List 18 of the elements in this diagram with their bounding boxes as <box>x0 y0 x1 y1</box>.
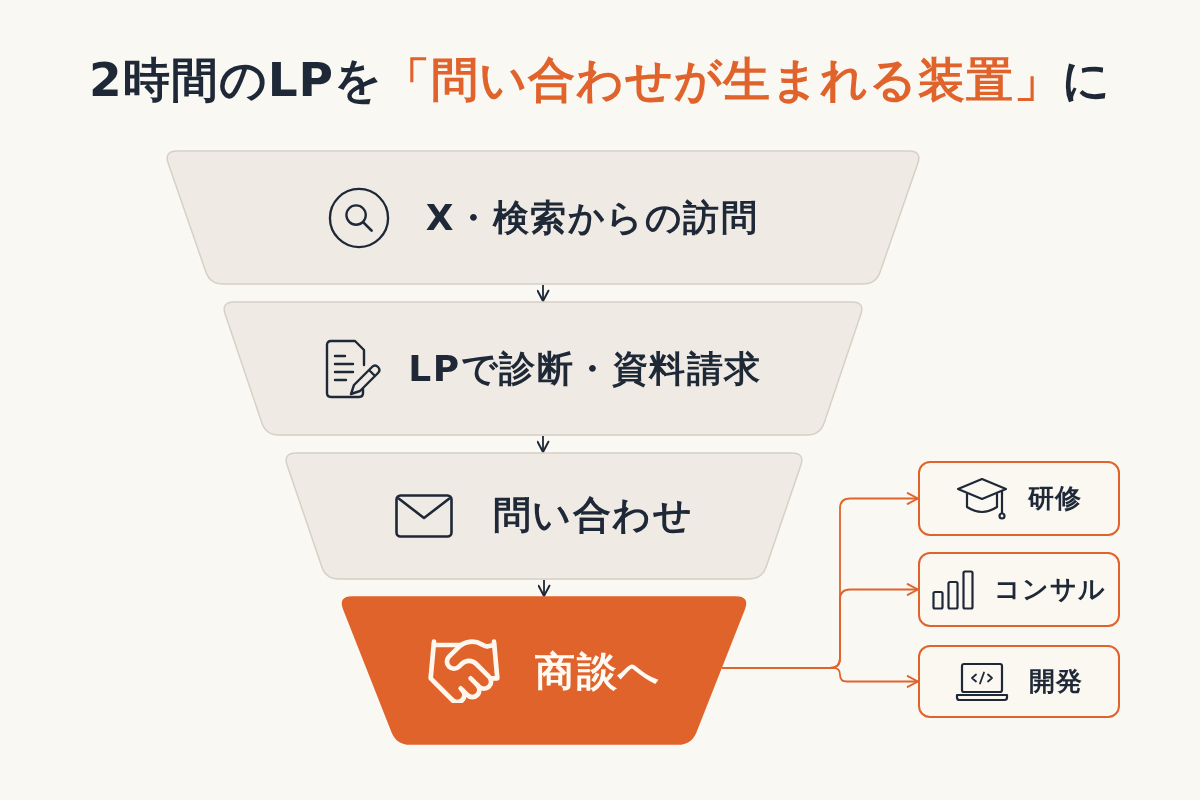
service-label: コンサル <box>994 573 1106 606</box>
stage-label: X・検索からの訪問 <box>425 195 759 240</box>
arrow <box>721 667 919 688</box>
service-label: 研修 <box>1028 482 1082 515</box>
service-box <box>918 552 1120 627</box>
service-box <box>918 461 1120 536</box>
arrow <box>537 579 551 597</box>
diagram-title: 2時間のLPを「問い合わせが生まれる装置」に <box>88 52 1112 109</box>
service-box <box>918 645 1120 718</box>
arrow <box>536 284 550 302</box>
funnel-stage <box>220 301 866 436</box>
funnel-stage <box>163 150 923 285</box>
stage-label: 商談へ <box>535 646 661 695</box>
stage-label: LPで診断・資料請求 <box>408 346 762 391</box>
arrow <box>536 435 550 453</box>
funnel-stage <box>282 452 806 580</box>
service-label: 開発 <box>1029 665 1083 698</box>
stage-label: 問い合わせ <box>492 493 694 539</box>
